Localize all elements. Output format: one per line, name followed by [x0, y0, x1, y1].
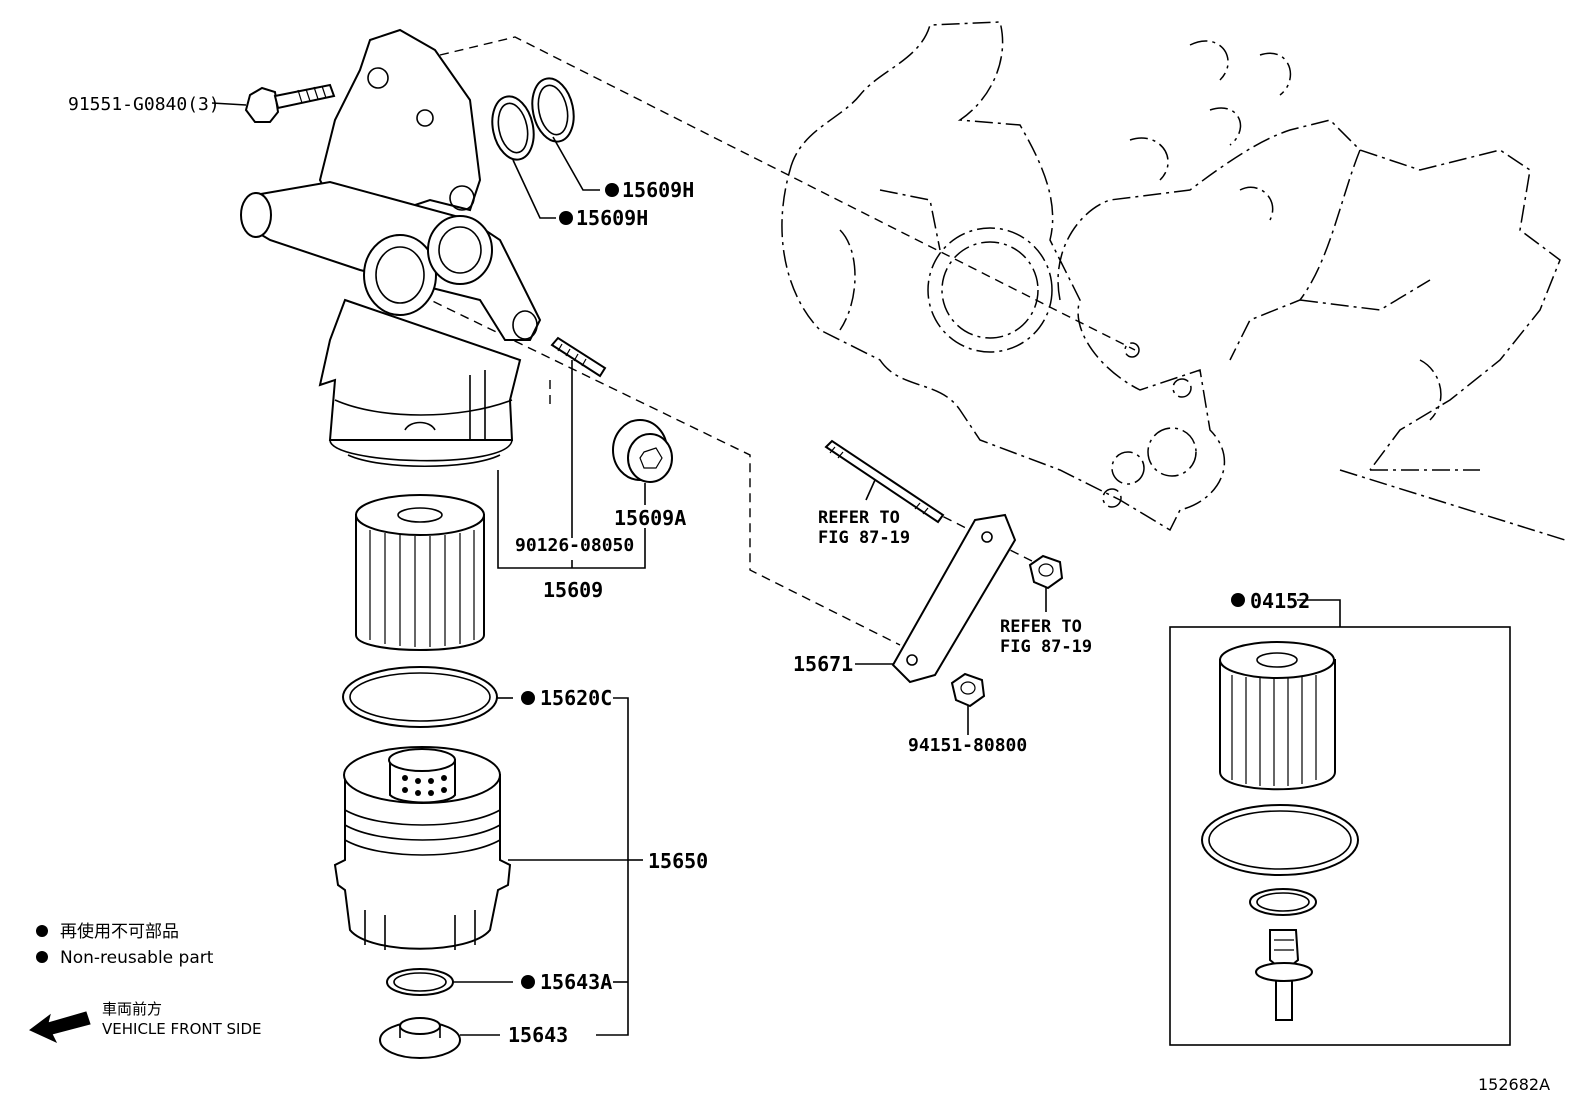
label-bracket: 15671: [793, 652, 853, 676]
label-cap-assy: 15650: [648, 849, 708, 873]
drain-o-ring: [386, 968, 454, 996]
front-label-jp: 車両前方: [102, 1000, 162, 1018]
oil-filter-element: [355, 494, 485, 651]
label-gasket-upper: 15609H: [622, 178, 694, 202]
cap-o-ring: [342, 666, 498, 728]
label-bolt: 91551-G0840(3): [68, 94, 220, 115]
stud-bolt: [550, 336, 607, 378]
oil-filter-housing: [240, 28, 542, 467]
non-reusable-icon: [36, 925, 48, 937]
vehicle-front-indicator: 車両前方 VEHICLE FRONT SIDE: [29, 1000, 262, 1044]
bracket-nut-upper: [1028, 554, 1064, 590]
label-stud: 90126-08050: [515, 535, 634, 556]
legend-jp: 再使用不可部品: [60, 921, 179, 942]
label-nut-ref: REFER TO: [1000, 617, 1082, 637]
element-kit-leader: [1297, 599, 1341, 627]
legend: 再使用不可部品 Non-reusable part: [36, 921, 214, 968]
flange-bolt: [244, 83, 336, 123]
front-label-en: VEHICLE FRONT SIDE: [102, 1020, 262, 1038]
arrow-left-icon: [29, 1011, 91, 1044]
element-kit-box: [1169, 626, 1511, 1046]
oil-filter-bracket: [891, 513, 1017, 684]
figure-id: 152682A: [1478, 1075, 1550, 1094]
label-stud-ref: REFER TO: [818, 508, 900, 528]
label-plug: 15609A: [614, 506, 686, 530]
non-reusable-markers: [521, 183, 1245, 989]
label-nut-ref-fig: FIG 87-19: [1000, 637, 1092, 657]
legend-en: Non-reusable part: [60, 948, 214, 968]
bracket-stud: [824, 439, 945, 524]
label-housing-assy: 15609: [543, 578, 603, 602]
plug: [612, 419, 673, 483]
label-drain-plug: 15643: [508, 1023, 568, 1047]
label-element-kit: 04152: [1250, 589, 1310, 613]
drain-plug: [379, 1017, 461, 1059]
leader-lines: [211, 102, 1047, 1036]
bracket-nut-lower: [950, 672, 986, 708]
label-oring-drain: 15643A: [540, 970, 612, 994]
oil-filter-cap: [333, 746, 512, 950]
label-stud-ref-fig: FIG 87-19: [818, 528, 910, 548]
housing-gaskets: [491, 77, 575, 161]
non-reusable-icon: [36, 951, 48, 963]
label-nut: 94151-80800: [908, 735, 1027, 756]
engine-block-outline: [781, 21, 1566, 541]
label-gasket-lower: 15609H: [576, 206, 648, 230]
label-oring-cap: 15620C: [540, 686, 612, 710]
